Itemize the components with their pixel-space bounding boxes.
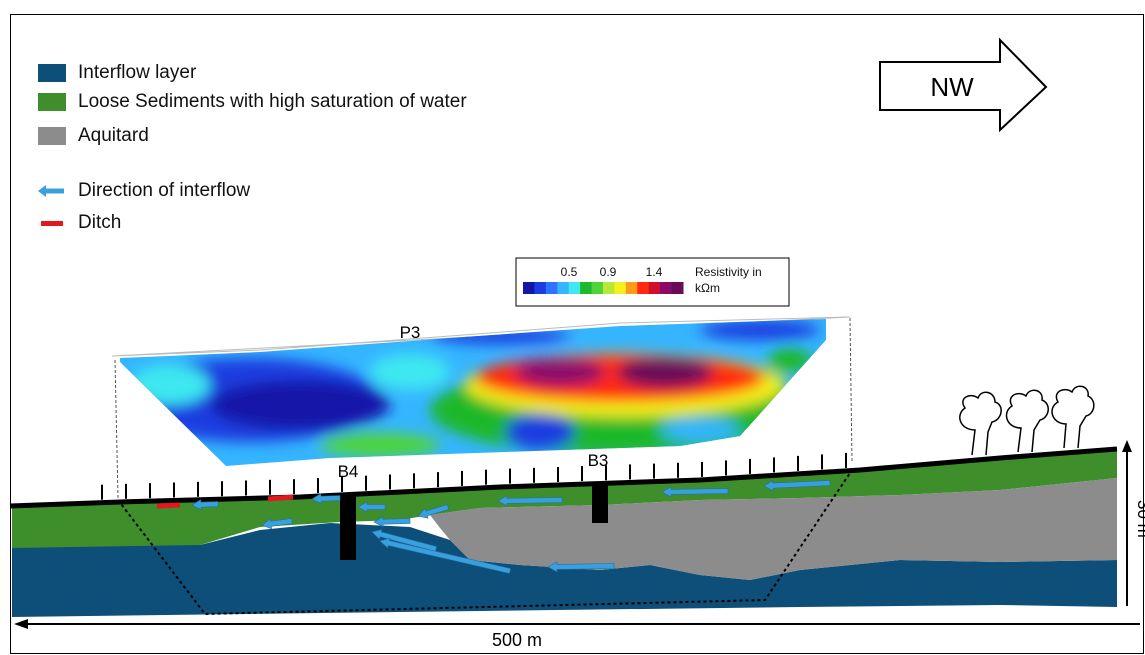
colorbar-title: Resistivity in (695, 265, 762, 279)
interflow-arrow (357, 501, 386, 513)
colorbar-cell (568, 282, 581, 294)
borehole-b3-label: B3 (588, 451, 609, 470)
legend-item-aquitard: Aquitard (38, 125, 149, 147)
colorbar-cell (523, 282, 535, 294)
legend-label: Direction of interflow (78, 180, 251, 201)
resistivity-colorbar: 0.5 0.9 1.4 Resistivity in kΩm (515, 257, 790, 307)
legend-label: Loose Sediments with high saturation of … (78, 91, 467, 112)
nw-direction-arrow: NW (879, 37, 1048, 133)
legend-item-interflow-direction: Direction of interflow (38, 180, 250, 202)
borehole-b3 (592, 484, 608, 523)
colorbar-cell (545, 282, 558, 294)
aquitard-swatch (38, 127, 66, 145)
depth-scale: 30 m (1122, 440, 1145, 606)
interflow-arrow (379, 537, 511, 574)
borehole-b4 (340, 494, 356, 560)
direction-label: NW (930, 72, 974, 102)
red-line-icon (38, 214, 66, 232)
colorbar-cell (671, 282, 684, 294)
colorbar-cell (637, 282, 650, 294)
interflow-layer (12, 523, 1117, 617)
interflow-arrow (191, 499, 219, 511)
legend-item-loose-sediments: Loose Sediments with high saturation of … (38, 91, 467, 113)
interflow-arrow (311, 493, 341, 505)
profile-label: P3 (400, 323, 421, 342)
ditch-marker (267, 494, 294, 502)
trees-icon (959, 385, 1095, 456)
interflow-arrow (661, 486, 729, 498)
colorbar-cell (660, 282, 673, 294)
interflow-arrow (547, 561, 615, 573)
blue-arrow-icon (38, 182, 66, 200)
legend-label: Interflow layer (78, 62, 197, 83)
colorbar-cell (603, 282, 615, 294)
colorbar-cell (534, 282, 547, 294)
length-label: 500 m (492, 630, 542, 650)
aquitard-layer (430, 478, 1117, 580)
legend-label: Ditch (78, 212, 122, 233)
model-boundary (117, 469, 853, 616)
interflow-arrow (763, 480, 831, 492)
colorbar-tick: 0.9 (600, 265, 617, 279)
colorbar-cell (580, 282, 593, 294)
borehole-b4-label: B4 (338, 462, 359, 481)
length-scale: 500 m (14, 619, 1140, 650)
interflow-arrow (261, 518, 293, 530)
geological-cross-section: B4 B3 (9, 385, 1118, 617)
interflow-swatch (38, 64, 66, 82)
depth-label: 30 m (1134, 500, 1145, 538)
legend-item-ditch: Ditch (38, 212, 121, 234)
colorbar-cell (614, 282, 627, 294)
colorbar-tick: 0.5 (561, 265, 578, 279)
sediment-swatch (38, 93, 66, 111)
colorbar-cell (591, 282, 604, 294)
colorbar-cell (557, 282, 570, 294)
legend-label: Aquitard (78, 125, 149, 146)
colorbar-unit: kΩm (695, 281, 720, 295)
colorbar-cell (625, 282, 638, 294)
legend-item-interflow-layer: Interflow layer (38, 62, 196, 84)
colorbar-cell (648, 282, 661, 294)
interflow-arrow (497, 495, 563, 507)
resistivity-section-p3: P3 (111, 316, 853, 499)
interflow-arrow (417, 504, 450, 519)
colorbar-tick: 1.4 (646, 265, 663, 279)
interflow-arrow (373, 516, 411, 528)
ground-surface (9, 446, 1118, 509)
figure-frame (10, 14, 1144, 654)
ditch-marker (156, 502, 181, 509)
